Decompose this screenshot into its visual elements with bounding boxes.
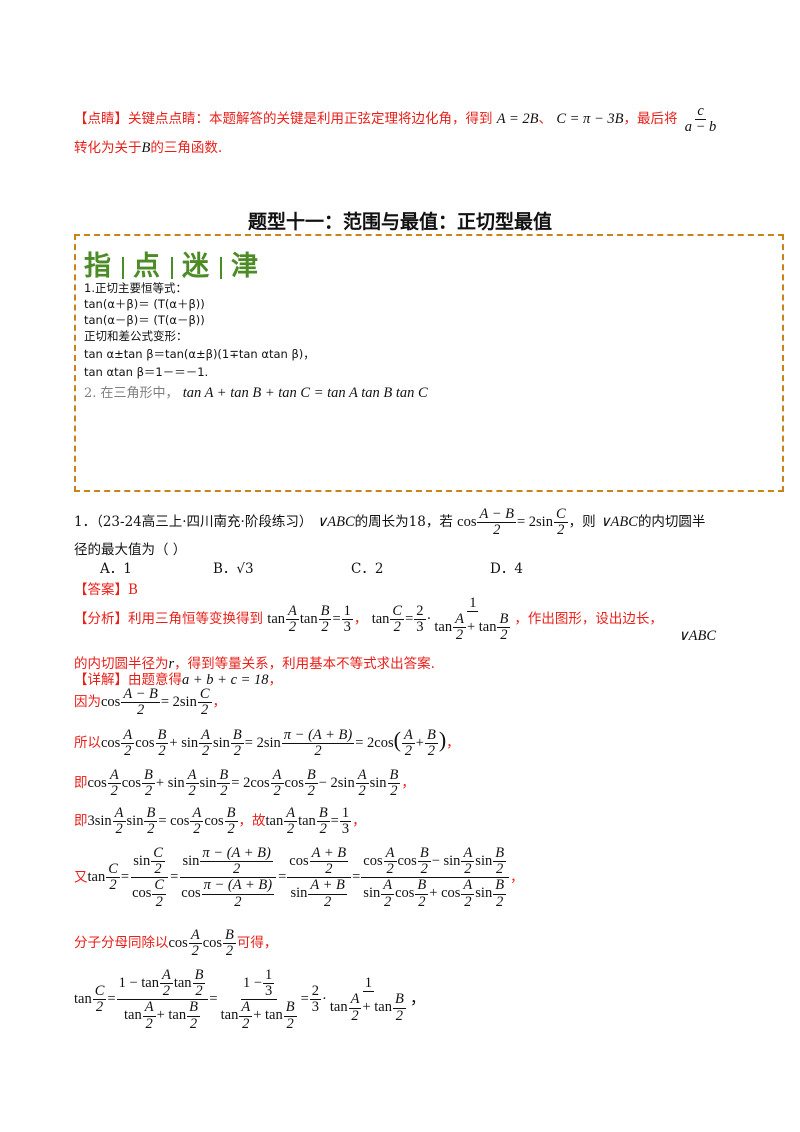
tip-line-1: 【点睛】关键点点睛：本题解答的关键是利用正弦定理将边化角，得到 A = 2B、 … (74, 103, 719, 136)
option-b[interactable]: B．√3 (213, 561, 254, 577)
analysis-triangle: ∨ABC (678, 628, 716, 644)
tip-eq-1: A = 2B (496, 111, 539, 128)
banner-char-3: 迷 (182, 251, 211, 282)
detail-l1: 由题意得 (128, 672, 182, 688)
guide-item-2-formula: tan A + tan B + tan C = tan A tan B tan … (182, 385, 428, 401)
tip-line-2: 转化为关于B的三角函数. (74, 136, 222, 157)
tip-line-2b: 的三角函数. (150, 140, 223, 156)
banner-char-1: 指 (84, 251, 113, 282)
detail-l5: 即 (74, 813, 88, 830)
detail-l6: 又 (74, 869, 88, 886)
analysis-line-2: 的内切圆半径为r，得到等量关系，利用基本不等式求出答案. (74, 652, 435, 673)
problem-line-2: 径的最大值为（ ） (74, 542, 187, 558)
analysis-var-r: r (168, 656, 175, 672)
problem-number: 1． (74, 514, 97, 531)
tip-line-2a: 转化为关于 (74, 140, 142, 156)
problem-text-2: ，则 (568, 514, 596, 531)
analysis-text-1: 利用三角恒等变换得到 (128, 611, 263, 628)
problem-triangle: ∨ABC (316, 514, 355, 531)
answer-tag: 【答案】 (74, 582, 128, 598)
tip-text-2: ，最后将 (623, 111, 678, 128)
tip-var-b: B (141, 140, 151, 156)
detail-l7a: 分子分母同除以 (74, 935, 169, 952)
answer-value: B (128, 582, 138, 598)
analysis-tag: 【分析】 (74, 611, 128, 628)
detail-l2: 因为 (74, 694, 101, 711)
detail-l5b: ，故 (238, 813, 266, 830)
guide-line-3: tan(α－β)＝ (T(α－β)) (84, 313, 205, 327)
guide-line-6: tan αtan β＝1－＝－1. (84, 365, 209, 379)
detail-tag: 【详解】 (74, 672, 128, 688)
detail-l4: 即 (74, 775, 88, 792)
detail-l1-eq: a + b + c = 18 (182, 672, 269, 688)
problem-source: （23-24高三上·四川南充·阶段练习） (96, 514, 313, 531)
analysis-text-4: ，得到等量关系，利用基本不等式求出答案. (174, 656, 435, 672)
problem-text-1: 的周长为18，若 (354, 514, 453, 531)
option-c[interactable]: C．2 (351, 561, 384, 577)
guide-item-2: 2. 在三角形中， tan A + tan B + tan C = tan A … (84, 382, 428, 402)
guide-line-5: tan α±tan β＝tan(α±β)(1∓tan αtan β)， (84, 347, 315, 361)
banner-char-2: 点 (133, 251, 162, 282)
section-title: 题型十一：范围与最值：正切型最值 (247, 211, 552, 233)
guide-line-4: 正切和差公式变形： (84, 329, 188, 343)
tip-text-1: 关键点点睛：本题解答的关键是利用正弦定理将边化角，得到 (128, 111, 493, 128)
analysis-text-2: ，作出图形，设出边长， (514, 611, 663, 628)
analysis-text-3: 的内切圆半径为 (74, 656, 169, 672)
option-a[interactable]: A．1 (100, 561, 132, 577)
option-d[interactable]: D．4 (490, 561, 523, 577)
tip-mark: 、 (538, 111, 553, 128)
problem-text-3: 的内切圆半 (637, 514, 706, 531)
guide-line-2: tan(α＋β)＝ (T(α＋β)) (84, 297, 205, 311)
tip-eq-2: C = π − 3B (556, 111, 624, 128)
problem-triangle-2: ∨ABC (599, 514, 638, 531)
guide-line-1: 1.正切主要恒等式： (84, 281, 187, 295)
guide-box (74, 234, 784, 492)
detail-l7b: 可得， (236, 935, 278, 952)
guide-item-2-prefix: 2. 在三角形中， (84, 386, 179, 401)
detail-l3: 所以 (74, 735, 101, 751)
banner-char-4: 津 (231, 251, 260, 282)
guide-banner: 指点迷津 (84, 244, 260, 283)
answer-line: 【答案】B (74, 578, 138, 598)
detail-line-1: 【详解】由题意得a + b + c = 18， (74, 672, 283, 688)
tip-tag: 【点睛】 (74, 111, 128, 128)
